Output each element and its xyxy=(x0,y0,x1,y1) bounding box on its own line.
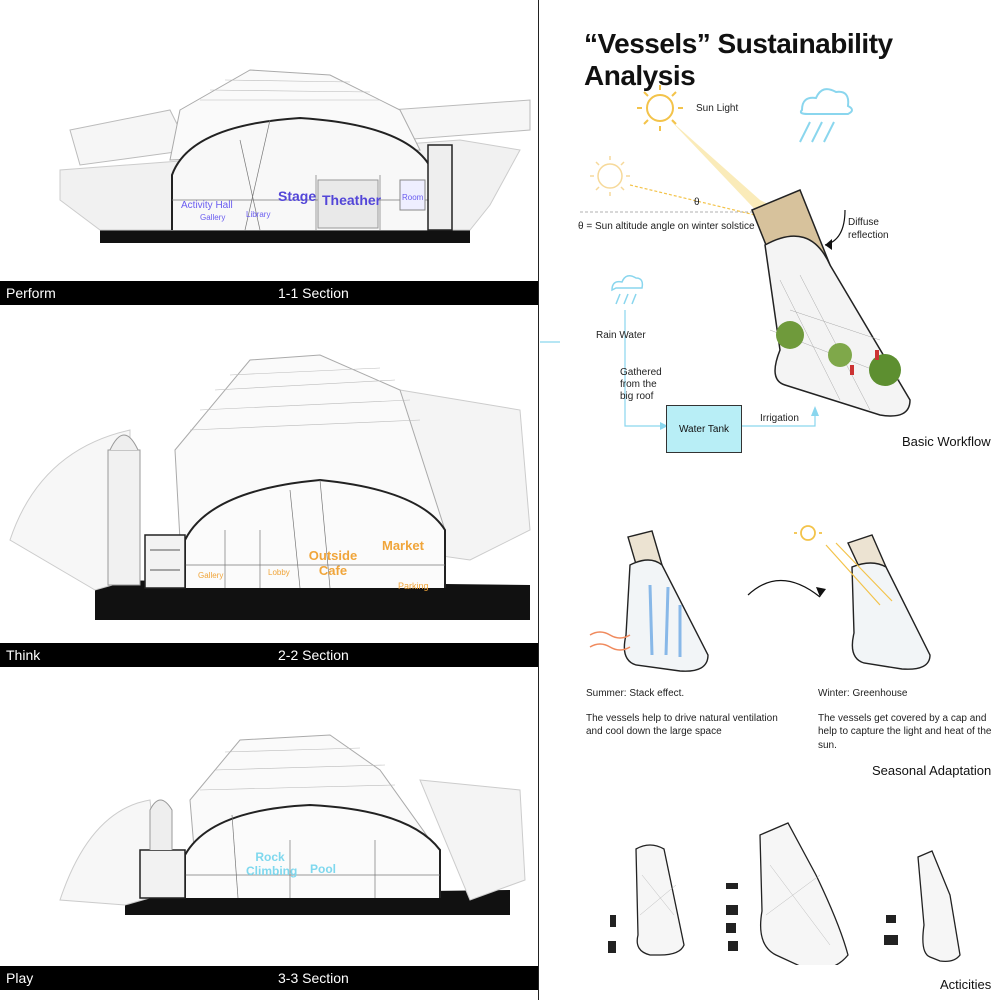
label-parking: Parking xyxy=(398,581,429,591)
water-tank-box: Water Tank xyxy=(666,405,742,453)
label-room: Room xyxy=(402,193,424,202)
seasonal-heading: Seasonal Adaptation xyxy=(872,763,992,778)
winter-vessel xyxy=(825,534,931,670)
water-tank-label: Water Tank xyxy=(678,423,730,435)
rain-cloud-icon xyxy=(799,88,853,143)
seated-icon xyxy=(728,941,738,951)
vessel-large xyxy=(759,822,849,965)
mode-label: Think xyxy=(6,647,41,663)
irrigation-label: Irrigation xyxy=(760,413,799,424)
reflection-label: reflection xyxy=(848,230,889,241)
label-gallery: Gallery xyxy=(198,571,224,580)
activities-heading: Acticities xyxy=(940,977,992,992)
basic-workflow-heading: Basic Workflow xyxy=(902,434,991,449)
vessel-small xyxy=(635,844,685,956)
label-rock-climbing: Rock Climbing xyxy=(246,850,298,878)
section-label: 2-2 Section xyxy=(278,647,349,663)
sun-icon xyxy=(637,85,683,131)
gathered-label-1: Gathered xyxy=(620,367,662,378)
label-outside-cafe: Outside Cafe xyxy=(308,548,358,578)
sun-icon xyxy=(794,525,822,541)
workflow-diagram xyxy=(540,85,911,430)
hiking-icon xyxy=(884,935,898,945)
sun-icon-faded xyxy=(590,156,630,196)
section-label: 1-1 Section xyxy=(278,285,349,301)
sun-light-label: Sun Light xyxy=(696,103,739,114)
person-icon xyxy=(610,915,616,927)
summer-desc-2: and cool down the large space xyxy=(586,726,722,737)
label-theather: Theather xyxy=(322,192,382,208)
section-bar-1: Perform 1-1 Section xyxy=(0,281,538,305)
theta-definition: θ = Sun altitude angle on winter solstic… xyxy=(578,221,755,232)
label-library: Library xyxy=(246,210,271,219)
family-icon xyxy=(726,905,738,915)
page-title: “Vessels” Sustainability Analysis xyxy=(584,28,893,91)
theta-label: θ xyxy=(694,197,700,208)
section-panel-1: Activity Hall Gallery Library Stage Thea… xyxy=(0,0,538,305)
vessel-twisted xyxy=(917,850,961,963)
vessel-cone xyxy=(751,189,911,417)
label-pool: Pool xyxy=(310,862,336,876)
reading-icon xyxy=(608,941,616,953)
section-panel-3: Rock Climbing Pool Play 3-3 Section xyxy=(0,690,538,1000)
section-2-drawing xyxy=(9,354,531,620)
climber-icon xyxy=(886,915,896,923)
diffuse-label: Diffuse xyxy=(848,217,879,228)
winter-desc-2: help to capture the light and heat of th… xyxy=(818,726,992,751)
section-bar-3: Play 3-3 Section xyxy=(0,966,538,990)
section-1-drawing xyxy=(59,69,531,243)
mode-label: Play xyxy=(6,970,34,986)
activities-diagram xyxy=(608,822,961,965)
panel-divider xyxy=(538,0,539,1000)
label-lobby: Lobby xyxy=(268,568,290,577)
gathered-label-2: from the xyxy=(620,379,657,390)
rain-icon-small xyxy=(611,275,644,305)
winter-title: Winter: Greenhouse xyxy=(818,688,908,699)
activity-icons xyxy=(608,883,898,953)
seasonal-diagram xyxy=(589,525,931,672)
label-gallery: Gallery xyxy=(200,213,226,222)
bench-icon xyxy=(726,883,738,889)
winter-desc-1: The vessels get covered by a cap and xyxy=(818,713,987,724)
summer-title: Summer: Stack effect. xyxy=(586,688,685,699)
label-activity-hall: Activity Hall xyxy=(181,200,233,211)
mode-label: Perform xyxy=(6,285,56,301)
picnic-icon xyxy=(726,923,736,933)
section-bar-2: Think 2-2 Section xyxy=(0,643,538,667)
summer-vessel xyxy=(589,530,709,672)
gathered-label-3: big roof xyxy=(620,391,654,402)
summer-desc-1: The vessels help to drive natural ventil… xyxy=(586,713,778,724)
rain-water-label: Rain Water xyxy=(596,330,646,341)
label-market: Market xyxy=(382,538,424,553)
section-label: 3-3 Section xyxy=(278,970,349,986)
label-stage: Stage xyxy=(278,188,317,204)
section-3-drawing xyxy=(59,734,526,915)
section-panel-2: Gallery Lobby Outside Cafe Market Parkin… xyxy=(0,330,538,670)
